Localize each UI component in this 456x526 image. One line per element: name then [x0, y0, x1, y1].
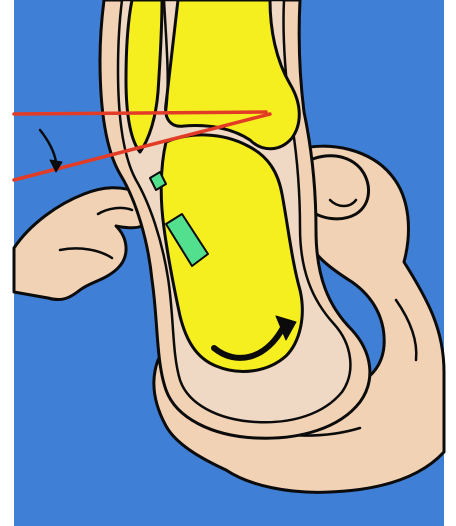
red-guide-line-upper: [14, 112, 266, 114]
